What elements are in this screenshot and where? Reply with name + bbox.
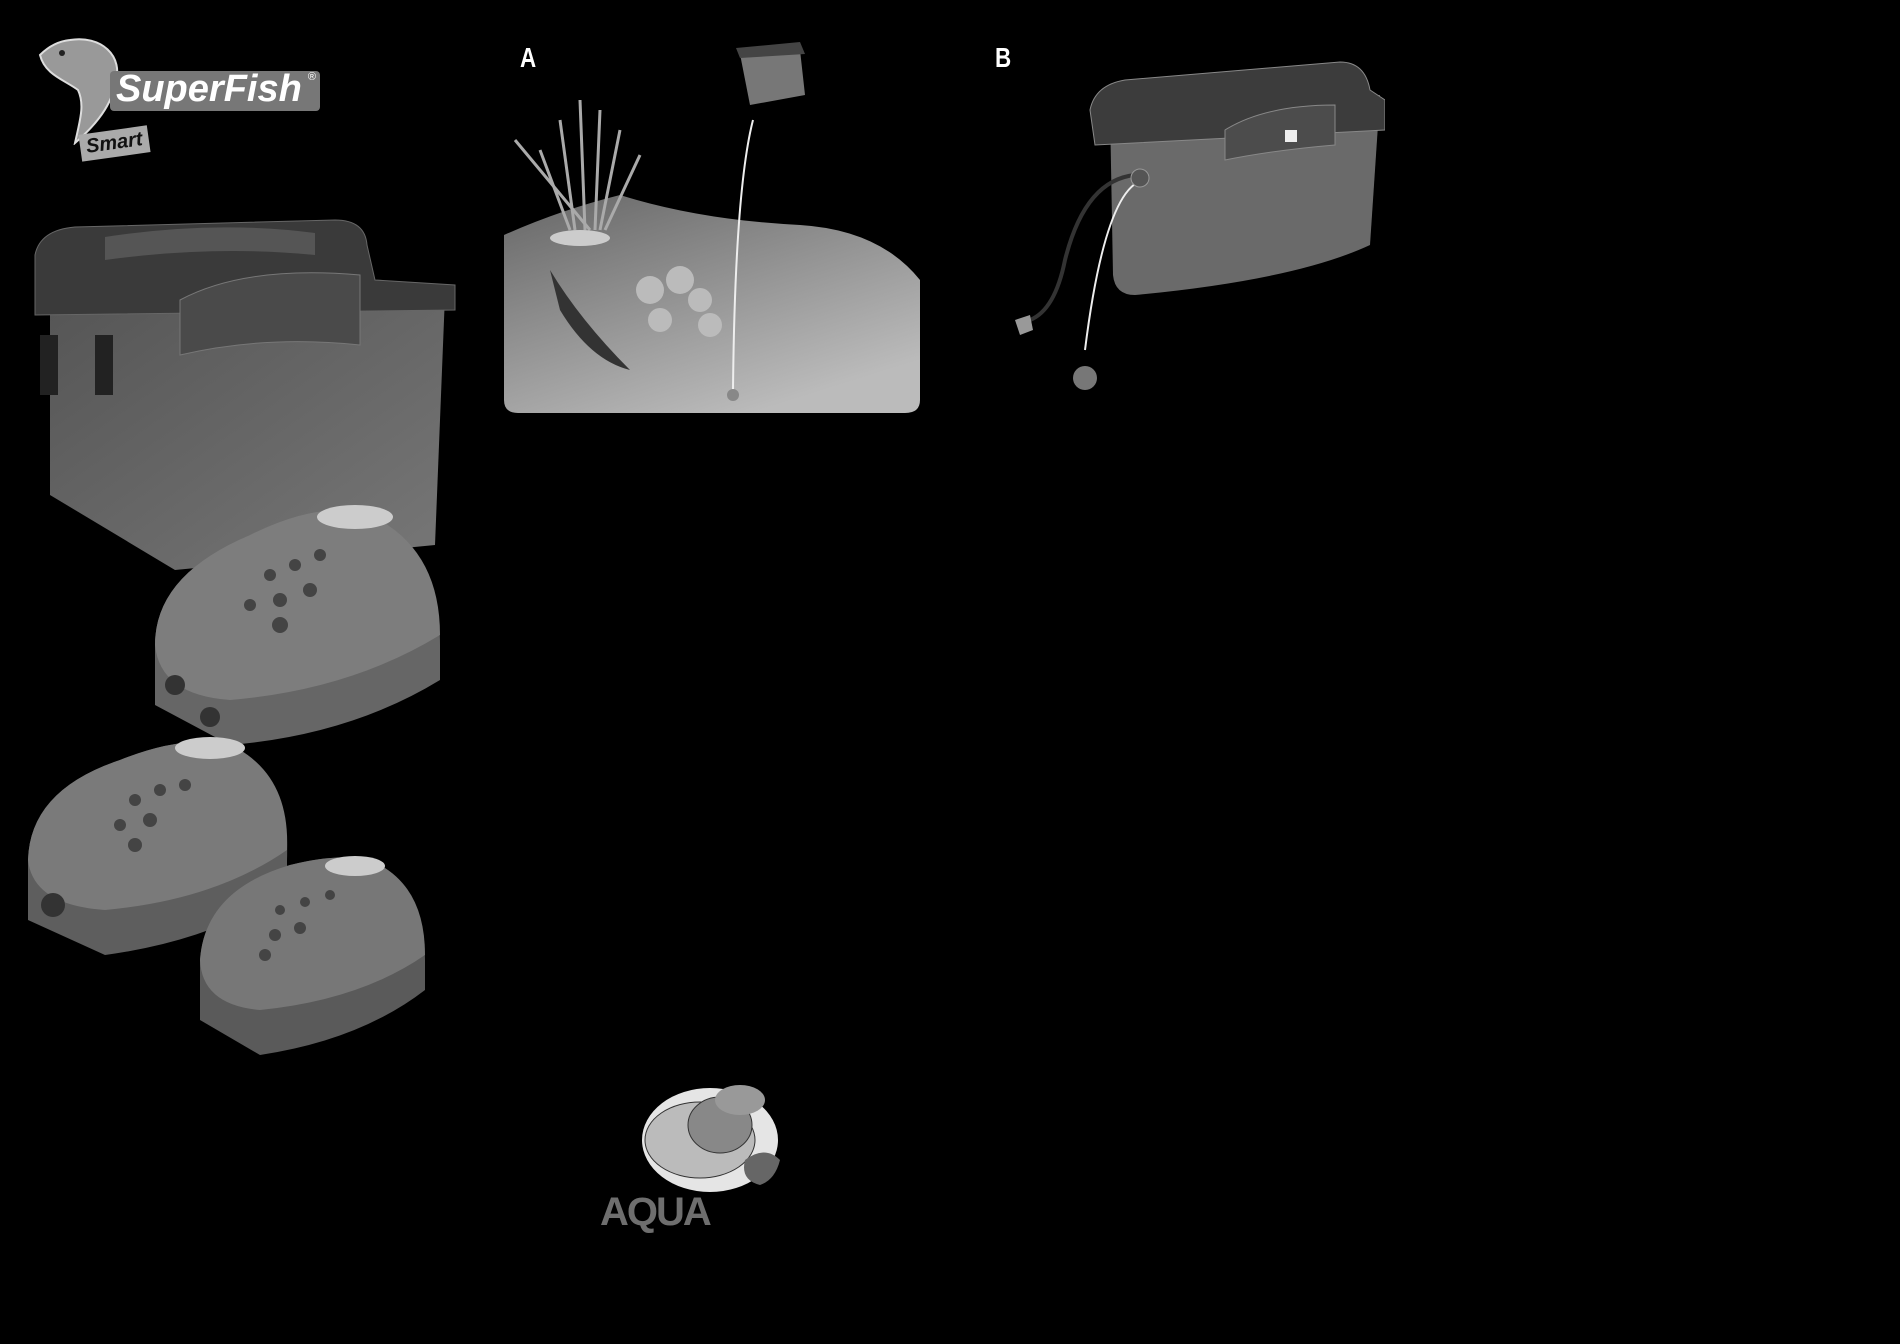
- aqua-emblem-icon: [642, 1085, 780, 1192]
- air-pump-medium: [28, 737, 288, 955]
- air-pump-large: [155, 505, 440, 745]
- figure-a-pond-illustration: [504, 42, 920, 413]
- figure-b-box-illustration: [1015, 61, 1385, 390]
- brand-box: SuperFish ®: [110, 68, 320, 111]
- figure-b-label: B: [995, 42, 1012, 73]
- brand-name: SuperFish: [116, 68, 302, 110]
- superfish-logo: SuperFish ® Smart: [30, 35, 330, 165]
- fish-logo-icon: [38, 38, 119, 145]
- air-pump-small: [200, 856, 425, 1055]
- aqua-logo-text: AQUA: [600, 1190, 712, 1234]
- registered-mark: ®: [307, 71, 316, 83]
- filter-box-photo: [34, 219, 456, 570]
- aqua-logo: AQUA: [600, 1080, 800, 1240]
- figure-a-label: A: [520, 42, 537, 73]
